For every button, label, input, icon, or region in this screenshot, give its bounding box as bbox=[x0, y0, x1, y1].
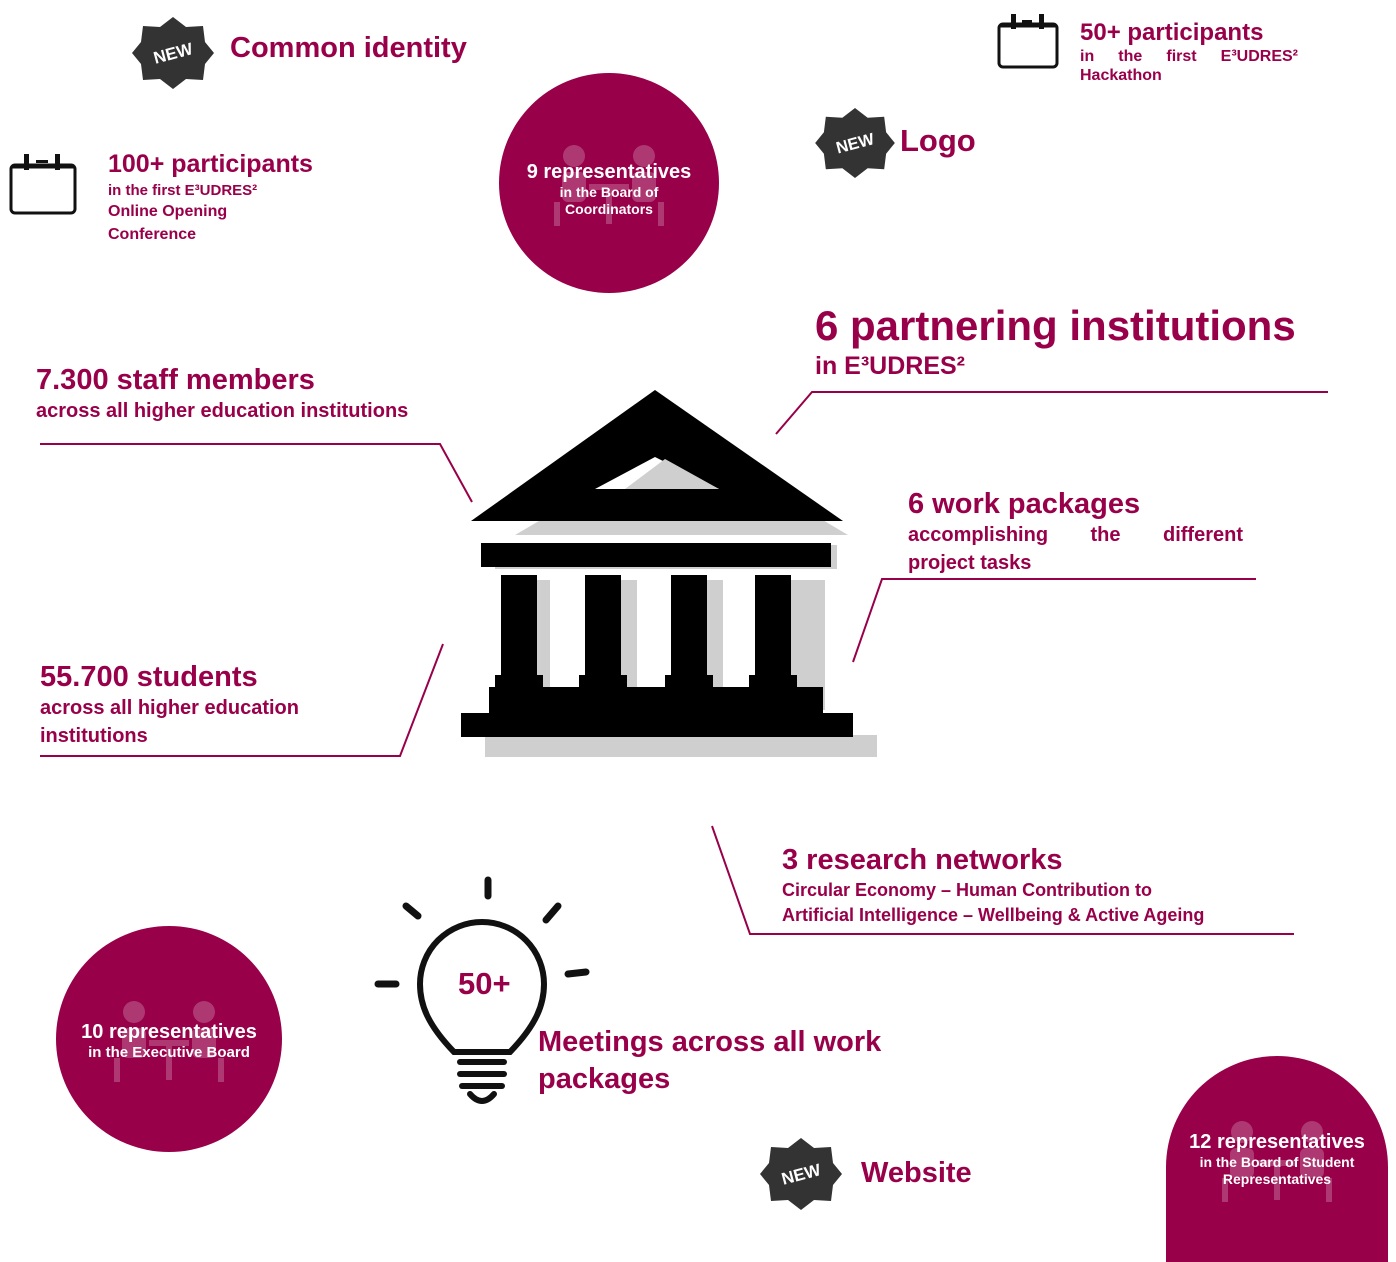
students-title: 55.700 students bbox=[40, 661, 258, 693]
staff-title: 7.300 staff members bbox=[36, 364, 315, 396]
student-board-line2: Representatives bbox=[1222, 1170, 1332, 1187]
meeting-people-icon bbox=[114, 1001, 224, 1082]
hackathon-title: 50+ participants bbox=[1080, 19, 1264, 46]
connector-staff bbox=[40, 443, 473, 503]
work-packages-line2: project tasks bbox=[908, 552, 1032, 574]
common-identity-title: Common identity bbox=[230, 32, 467, 64]
conference-line1: in the first E³UDRES² bbox=[108, 182, 258, 199]
conference-title: 100+ participants bbox=[108, 150, 313, 178]
connector-research bbox=[711, 825, 1294, 935]
students-line2: institutions bbox=[40, 725, 148, 747]
work-packages-line1: accomplishing the different bbox=[908, 524, 1243, 546]
conference-line3: Conference bbox=[108, 226, 197, 243]
connector-work-packages bbox=[852, 578, 1256, 663]
coordinators-title: 9 representatives bbox=[526, 160, 692, 183]
lightbulb-icon bbox=[374, 876, 590, 1104]
student-board-circle: 12 representatives in the Board of Stude… bbox=[1166, 1056, 1388, 1262]
logo-title: Logo bbox=[900, 123, 976, 158]
conference-line2: Online Opening bbox=[108, 203, 228, 220]
calendar-icon bbox=[997, 14, 1059, 69]
research-title: 3 research networks bbox=[782, 844, 1063, 876]
research-line2: Artificial Intelligence – Wellbeing & Ac… bbox=[782, 905, 1205, 925]
students-line1: across all higher education bbox=[40, 697, 299, 719]
new-badge-icon: NEW bbox=[815, 108, 895, 178]
executive-title: 10 representatives bbox=[81, 1020, 257, 1043]
calendar-icon bbox=[9, 154, 77, 215]
work-packages-title: 6 work packages bbox=[908, 488, 1141, 520]
bank-building-icon bbox=[461, 390, 877, 757]
coordinators-line1: in the Board of bbox=[559, 183, 659, 200]
new-badge-icon: NEW bbox=[132, 17, 214, 89]
coordinators-circle: 9 representatives in the Board of Coordi… bbox=[499, 73, 719, 293]
meeting-people-icon bbox=[554, 145, 664, 226]
coordinators-line2: Coordinators bbox=[565, 200, 653, 217]
new-badge-icon: NEW bbox=[760, 1138, 842, 1210]
connector-students bbox=[40, 643, 444, 757]
student-board-line1: in the Board of Student bbox=[1199, 1153, 1355, 1170]
connector-partners bbox=[775, 391, 1328, 435]
website-title: Website bbox=[861, 1157, 972, 1189]
staff-subtitle: across all higher education institutions bbox=[36, 400, 409, 422]
meetings-line2: packages bbox=[538, 1063, 671, 1095]
partners-subtitle: in E³UDRES² bbox=[815, 352, 965, 380]
meeting-people-icon bbox=[1222, 1121, 1332, 1202]
student-board-title: 12 representatives bbox=[1189, 1130, 1365, 1153]
hackathon-subtitle: in the first E³UDRES² Hackathon bbox=[1080, 48, 1298, 84]
meetings-count: 50+ bbox=[458, 966, 511, 1001]
executive-circle: 10 representatives in the Executive Boar… bbox=[56, 926, 282, 1152]
meetings-line1: Meetings across all work bbox=[538, 1026, 882, 1058]
executive-subtitle: in the Executive Board bbox=[88, 1043, 250, 1061]
partners-title: 6 partnering institutions bbox=[815, 302, 1296, 349]
research-line1: Circular Economy – Human Contribution to bbox=[782, 880, 1153, 900]
